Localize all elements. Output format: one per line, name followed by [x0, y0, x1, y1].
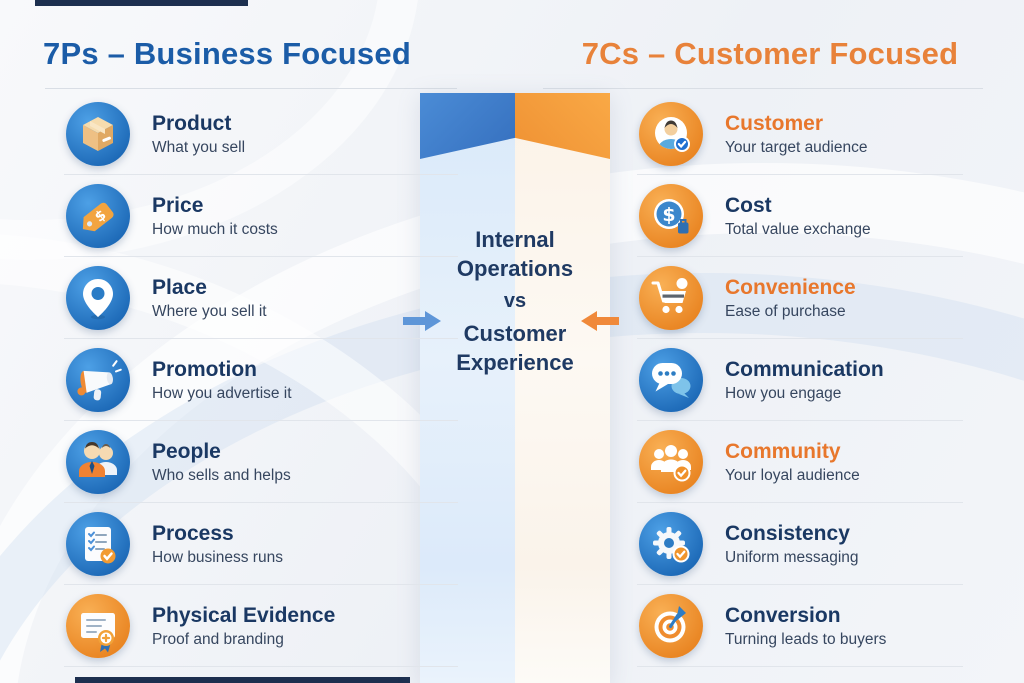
gear-icon	[639, 511, 703, 576]
top-accent-bar	[35, 0, 248, 6]
orange-left-arrow-icon	[581, 311, 619, 331]
list-item: $ Cost Total value exchange	[637, 175, 963, 257]
blue-right-arrow-icon	[403, 311, 441, 331]
list-item: Communication How you engage	[637, 339, 963, 421]
list-item: Customer Your target audience	[637, 93, 963, 175]
list-item: Conversion Turning leads to buyers	[637, 585, 963, 667]
center-label: Internal Operations vs Customer Experien…	[420, 225, 610, 377]
megaphone-icon	[66, 347, 130, 412]
ribbon-body-orange	[515, 93, 610, 683]
list-item: Promotion How you advertise it	[64, 339, 458, 421]
shopping-cart-icon	[639, 265, 703, 330]
price-tag-icon: $	[66, 183, 130, 248]
center-vs-label: vs	[503, 290, 527, 312]
list-item: Process How business runs	[64, 503, 458, 585]
list-item: Convenience Ease of purchase	[637, 257, 963, 339]
certificate-icon	[66, 593, 130, 658]
box-icon	[66, 101, 130, 166]
svg-text:$: $	[662, 204, 675, 226]
center-ribbon: Internal Operations vs Customer Experien…	[420, 93, 610, 683]
list-item: People Who sells and helps	[64, 421, 458, 503]
list-item: Community Your loyal audience	[637, 421, 963, 503]
chat-bubbles-icon	[639, 347, 703, 412]
customer-avatar-icon	[639, 101, 703, 166]
list-item: Physical Evidence Proof and branding	[64, 585, 458, 667]
target-icon	[639, 593, 703, 658]
left-heading-divider	[45, 88, 457, 89]
left-column-heading: 7Ps – Business Focused	[43, 36, 411, 71]
right-column-heading: 7Cs – Customer Focused	[581, 36, 959, 71]
seven-cs-list: Customer Your target audience $ Cost Tot…	[637, 93, 963, 667]
center-label-bottom: Customer Experience	[456, 321, 574, 375]
checklist-icon	[66, 511, 130, 576]
community-icon	[639, 429, 703, 494]
center-label-top: Internal Operations	[456, 227, 574, 281]
seven-ps-list: Product What you sell $ Price How much i…	[64, 93, 458, 667]
list-item: Place Where you sell it	[64, 257, 458, 339]
dollar-coin-icon: $	[639, 183, 703, 248]
right-heading-divider	[543, 88, 983, 89]
people-icon	[66, 429, 130, 494]
list-item: Consistency Uniform messaging	[637, 503, 963, 585]
list-item: $ Price How much it costs	[64, 175, 458, 257]
list-item: Product What you sell	[64, 93, 458, 175]
location-pin-icon	[66, 265, 130, 330]
bottom-accent-bar	[75, 677, 410, 683]
